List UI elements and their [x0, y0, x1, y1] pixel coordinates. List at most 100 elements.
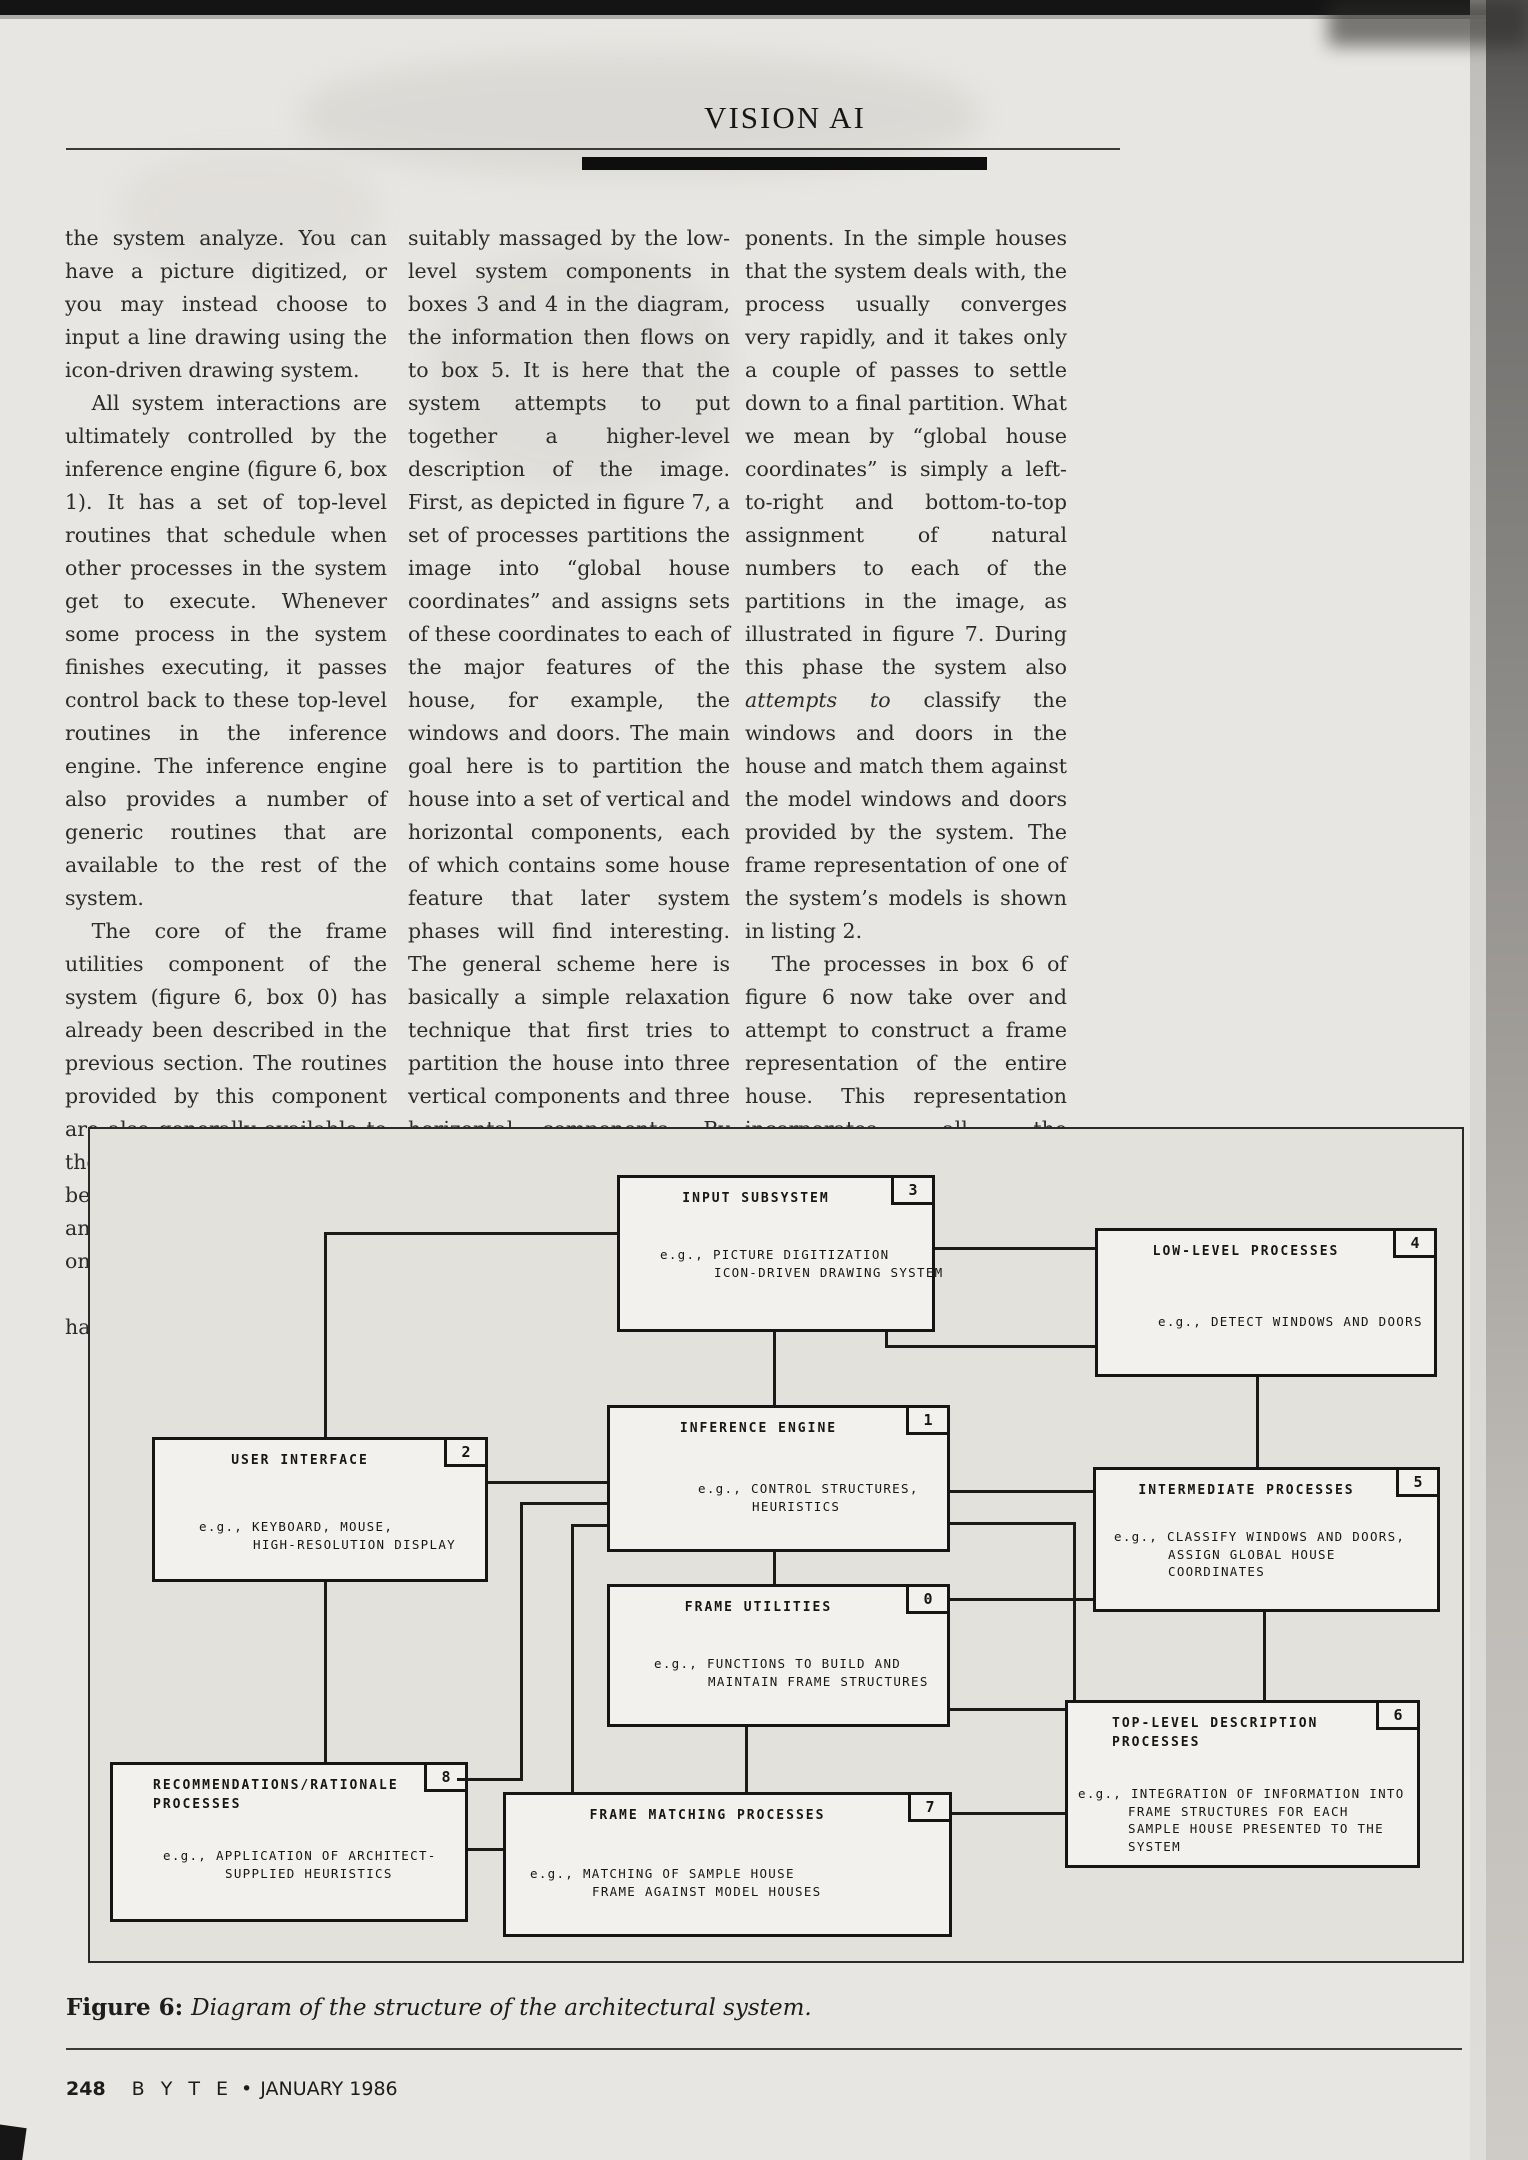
paragraph: All system interactions are ultimately c…: [65, 391, 387, 910]
page-footer: 248 B Y T E • JANUARY 1986: [66, 2078, 398, 2100]
connector-line: [324, 1232, 617, 1235]
magazine-name: B Y T E: [131, 2078, 234, 2100]
box-title: USER INTERFACE: [231, 1453, 369, 1468]
diagram-box-frame-matching-processes: 7 FRAME MATCHING PROCESSES e.g., MATCHIN…: [503, 1792, 952, 1937]
paragraph: ponents. In the simple houses that the s…: [745, 222, 1067, 948]
box-examples: e.g., CONTROL STRUCTURES, HEURISTICS: [698, 1480, 919, 1515]
box-number: 6: [1393, 1706, 1403, 1724]
paragraph-text: ponents. In the simple houses that the s…: [745, 226, 1067, 679]
box-example-line: MAINTAIN FRAME STRUCTURES: [708, 1673, 929, 1689]
box-examples: e.g., DETECT WINDOWS AND DOORS: [1158, 1313, 1423, 1331]
connector-line: [1256, 1377, 1259, 1467]
box-example-line: COORDINATES: [1168, 1564, 1266, 1579]
connector-line: [571, 1524, 607, 1527]
box-example-line: HEURISTICS: [752, 1498, 841, 1514]
paragraph-text: classify the windows and doors in the ho…: [745, 688, 1067, 943]
box-examples: e.g., FUNCTIONS TO BUILD AND MAINTAIN FR…: [654, 1655, 929, 1690]
connector-line: [468, 1848, 503, 1851]
box-number: 5: [1413, 1473, 1423, 1491]
diagram-box-recommendations-rationale-processes: 8 RECOMMENDATIONS/RATIONALE PROCESSES e.…: [110, 1762, 468, 1922]
box-title: RECOMMENDATIONS/RATIONALE PROCESSES: [153, 1778, 399, 1812]
box-title: INPUT SUBSYSTEM: [682, 1191, 830, 1206]
connector-line: [950, 1598, 1093, 1601]
scan-artifact-bottom-mark: [0, 2124, 27, 2160]
box-examples: e.g., MATCHING OF SAMPLE HOUSE FRAME AGA…: [530, 1865, 821, 1900]
box-example-line: FRAME AGAINST MODEL HOUSES: [592, 1883, 822, 1899]
box-example-line: SYSTEM: [1128, 1838, 1181, 1854]
box-number: 0: [923, 1590, 933, 1608]
scan-artifact-corner-shadow: [1328, 0, 1528, 46]
box-number: 7: [925, 1798, 935, 1816]
box-number-tab: 2: [444, 1437, 488, 1467]
box-number: 2: [461, 1443, 471, 1461]
connector-line: [935, 1247, 1095, 1250]
diagram-box-inference-engine: 1 INFERENCE ENGINE e.g., CONTROL STRUCTU…: [607, 1405, 950, 1552]
box-title: INTERMEDIATE PROCESSES: [1138, 1483, 1355, 1498]
box-number-tab: 5: [1396, 1467, 1440, 1497]
paragraph: the system analyze. You can have a pictu…: [65, 226, 387, 382]
box-title: FRAME MATCHING PROCESSES: [589, 1808, 826, 1823]
print-bleedthrough: [300, 55, 980, 175]
print-bleedthrough: [120, 150, 380, 270]
connector-line: [457, 1778, 523, 1781]
connector-line: [950, 1522, 1075, 1525]
page-number: 248: [66, 2078, 106, 2100]
issue-date: JANUARY 1986: [260, 2078, 398, 2100]
connector-line: [1263, 1612, 1266, 1700]
connector-line: [1073, 1522, 1076, 1700]
box-example-line: e.g., CLASSIFY WINDOWS AND DOORS,: [1114, 1529, 1406, 1544]
diagram-box-user-interface: 2 USER INTERFACE e.g., KEYBOARD, MOUSE, …: [152, 1437, 488, 1582]
box-title: TOP-LEVEL DESCRIPTION PROCESSES: [1112, 1716, 1319, 1750]
box-example-line: e.g., PICTURE DIGITIZATION: [660, 1247, 890, 1262]
box-number: 4: [1410, 1234, 1420, 1252]
box-example-line: SUPPLIED HEURISTICS: [225, 1865, 393, 1881]
box-title: LOW-LEVEL PROCESSES: [1152, 1244, 1340, 1259]
figure-caption: Figure 6:Diagram of the structure of the…: [66, 1994, 812, 2021]
box-examples: e.g., CLASSIFY WINDOWS AND DOORS, ASSIGN…: [1114, 1528, 1405, 1581]
diagram-box-low-level-processes: 4 LOW-LEVEL PROCESSES e.g., DETECT WINDO…: [1095, 1228, 1437, 1377]
box-number-tab: 4: [1393, 1228, 1437, 1258]
scan-artifact-right-edge: [1470, 0, 1486, 2160]
box-number-tab: 6: [1376, 1700, 1420, 1730]
box-example-line: e.g., APPLICATION OF ARCHITECT-: [163, 1848, 437, 1863]
box-example-line: e.g., MATCHING OF SAMPLE HOUSE: [530, 1866, 795, 1881]
connector-line: [520, 1502, 607, 1505]
box-title: INFERENCE ENGINE: [679, 1421, 838, 1436]
connector-line: [324, 1232, 327, 1437]
print-bleedthrough: [430, 250, 730, 490]
connector-line: [571, 1524, 574, 1792]
box-examples: e.g., INTEGRATION OF INFORMATION INTO FR…: [1078, 1785, 1405, 1855]
caption-rule: [66, 2048, 1462, 2050]
box-number: 8: [441, 1768, 451, 1786]
box-example-line: e.g., INTEGRATION OF INFORMATION INTO: [1078, 1786, 1405, 1801]
connector-line: [952, 1812, 1065, 1815]
section-title: VISION AI: [704, 100, 866, 135]
scan-artifact-top-line: [0, 15, 1528, 19]
box-examples: e.g., APPLICATION OF ARCHITECT- SUPPLIED…: [163, 1847, 437, 1882]
connector-line: [885, 1332, 888, 1348]
footer-bullet: •: [241, 2078, 253, 2100]
box-example-line: SAMPLE HOUSE PRESENTED TO THE: [1128, 1821, 1384, 1836]
figure-caption-text: Diagram of the structure of the architec…: [191, 1995, 812, 2021]
box-number-tab: 7: [908, 1792, 952, 1822]
connector-line: [773, 1552, 776, 1584]
box-examples: e.g., PICTURE DIGITIZATION ICON-DRIVEN D…: [660, 1246, 943, 1281]
diagram-box-top-level-description-processes: 6 TOP-LEVEL DESCRIPTION PROCESSES e.g., …: [1065, 1700, 1420, 1868]
box-example-line: e.g., KEYBOARD, MOUSE,: [199, 1519, 394, 1534]
diagram-box-frame-utilities: 0 FRAME UTILITIES e.g., FUNCTIONS TO BUI…: [607, 1584, 950, 1727]
box-number-tab: 8: [424, 1762, 468, 1792]
connector-line: [950, 1490, 1093, 1493]
diagram-box-input-subsystem: 3 INPUT SUBSYSTEM e.g., PICTURE DIGITIZA…: [617, 1175, 942, 1332]
box-example-line: e.g., FUNCTIONS TO BUILD AND: [654, 1656, 902, 1671]
box-example-line: e.g., DETECT WINDOWS AND DOORS: [1158, 1314, 1423, 1329]
connector-line: [745, 1727, 748, 1792]
connector-line: [950, 1708, 1065, 1711]
box-example-line: FRAME STRUCTURES FOR EACH: [1128, 1803, 1349, 1819]
connector-line: [885, 1345, 1095, 1348]
box-example-line: HIGH-RESOLUTION DISPLAY: [253, 1536, 456, 1552]
connector-line: [773, 1332, 776, 1405]
box-number: 1: [923, 1411, 933, 1429]
connector-line: [488, 1481, 607, 1484]
scan-artifact-top-bar: [0, 0, 1528, 15]
